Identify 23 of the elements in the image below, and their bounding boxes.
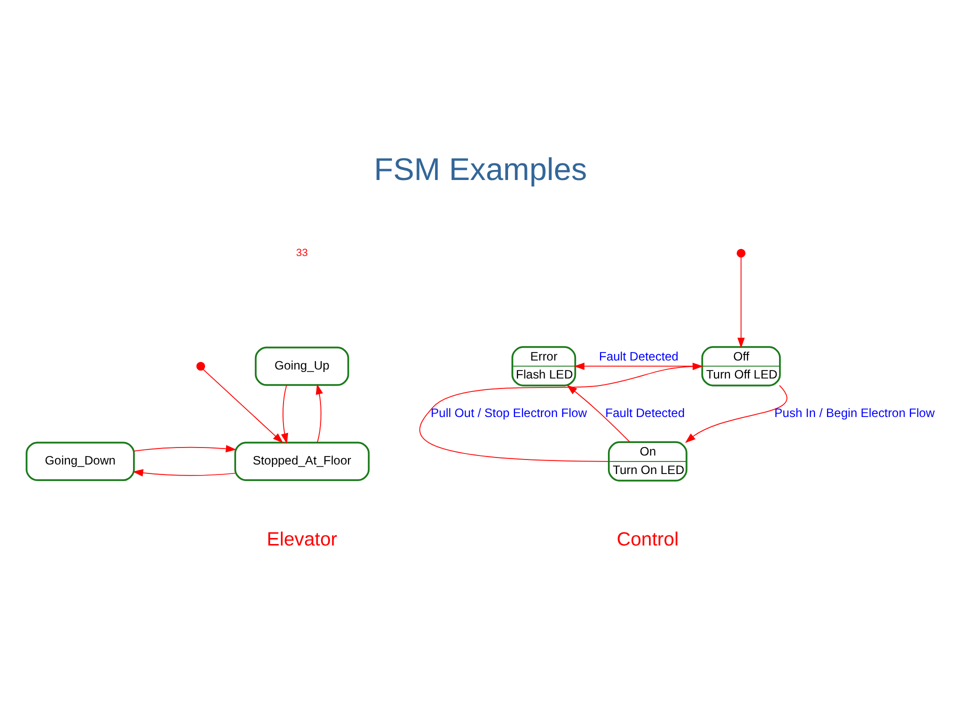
arrow — [316, 383, 323, 442]
arrow — [685, 384, 788, 443]
arrow — [566, 384, 630, 442]
edge-label: Push In / Begin Electron Flow — [774, 406, 935, 420]
node-box: Stopped_At_Floor — [234, 441, 370, 481]
diagram-title: FSM Examples — [374, 152, 587, 187]
label: 33 — [296, 247, 308, 258]
label: Control — [616, 529, 679, 550]
node-box: Going_Down — [26, 441, 135, 481]
label: Elevator — [266, 529, 338, 550]
arrow — [134, 444, 236, 452]
arrow — [737, 256, 745, 348]
edge-label: Pull Out / Stop Electron Flow — [430, 406, 587, 420]
arrow — [419, 362, 704, 462]
edge-label: Fault Detected — [598, 348, 678, 363]
arrow — [574, 362, 702, 370]
arrow — [281, 384, 288, 444]
edge-label: Fault Detected — [605, 406, 685, 420]
node-circle — [736, 248, 746, 258]
node-box: Going_Up — [254, 346, 350, 386]
arrow — [202, 368, 284, 443]
node-circle — [196, 361, 206, 370]
arrow — [132, 468, 236, 476]
